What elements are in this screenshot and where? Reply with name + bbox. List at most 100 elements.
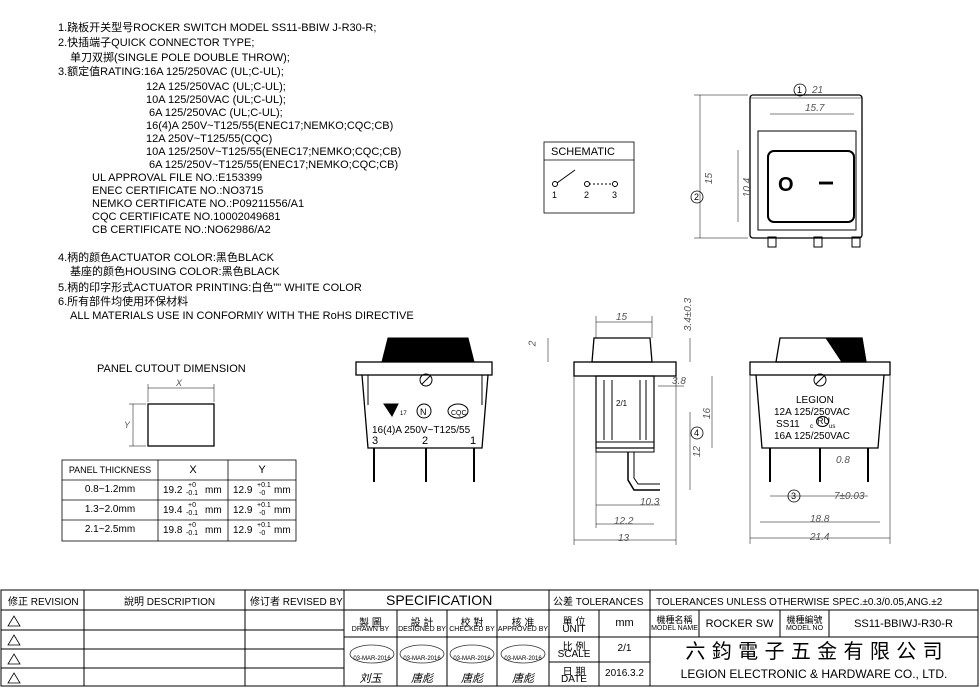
right-model: SS11 xyxy=(776,419,800,430)
side-dim-3-4: 3.4±0.3 xyxy=(683,297,695,332)
tb-drawn-en: DRAWN BY xyxy=(351,626,390,633)
tb-unit-val: mm xyxy=(615,617,634,629)
ul-us-mark: us xyxy=(829,424,836,430)
side-dim-16: 16 xyxy=(702,407,714,420)
tb-tol-text: TOLERANCES UNLESS OTHERWISE SPEC.±0.3/0.… xyxy=(656,597,943,608)
side-dim-2: 2 xyxy=(527,340,539,347)
right-rating-2: 16A 125/250VAC xyxy=(774,431,850,442)
row-x-unit: mm xyxy=(205,525,222,536)
front-dim-15: 15 xyxy=(704,172,716,185)
actuator-off-mark: O xyxy=(778,174,794,196)
row-thickness: 2.1~2.5mm xyxy=(84,524,136,535)
left-view xyxy=(355,337,493,482)
note-line-7: 6A 125/250VAC (UL;C-UL); xyxy=(149,107,283,119)
schematic-pin-2: 2 xyxy=(584,190,590,200)
tb-approve-en: APPROVED BY xyxy=(497,626,549,633)
company-name-cn: 六 鈞 電 子 五 金 有 限 公 司 xyxy=(685,639,943,663)
panel-header-x: X xyxy=(189,464,197,476)
row-y-sub: -0 xyxy=(259,510,266,517)
row-x-sub: -0.1 xyxy=(186,530,199,537)
row-y: 12.9 xyxy=(233,485,253,496)
tb-revised-by: 修订者 REVISED BY xyxy=(250,597,343,608)
tb-name-en: MODEL NAME xyxy=(651,625,698,632)
note-line-17: 4.柄的颜色ACTUATOR COLOR:黑色BLACK xyxy=(58,252,274,264)
signature-approve: 唐彪 xyxy=(512,673,534,685)
panel-header-y: Y xyxy=(258,464,266,476)
cutout-rect xyxy=(147,403,215,447)
tb-approve-cn: 核 准 xyxy=(511,618,535,629)
front-view xyxy=(694,94,863,248)
stamp-date-3: 03-MAR-2016 xyxy=(453,656,491,662)
schematic-pin-1: 1 xyxy=(552,190,558,200)
row-y: 12.9 xyxy=(233,505,253,516)
note-line-10: 10A 125/250V~T125/55(ENEC17;NEMKO;CQC;CB… xyxy=(146,146,402,158)
row-x-unit: mm xyxy=(205,505,222,516)
tb-spec: SPECIFICATION xyxy=(386,592,493,608)
row-x-sup: +0 xyxy=(188,522,196,529)
panel-header-thickness: PANEL THICKNESS xyxy=(68,465,152,475)
note-line-2: 2.快插端子QUICK CONNECTOR TYPE; xyxy=(58,37,255,49)
tb-name-cn: 機種名稱 xyxy=(656,615,693,625)
tb-design-en: DESIGNED BY xyxy=(398,626,446,633)
row-y-sub: -0 xyxy=(259,530,266,537)
front-dim-10-4: 10.4 xyxy=(742,177,754,198)
callout-2: 2 xyxy=(694,192,700,202)
note-line-20: 6.所有部件均使用环保材料 xyxy=(58,296,189,308)
panel-cutout-title: PANEL CUTOUT DIMENSION xyxy=(97,363,246,375)
tb-no-cn: 機種編號 xyxy=(786,615,823,625)
row-x: 19.2 xyxy=(163,485,183,496)
schematic-title: SCHEMATIC xyxy=(551,146,615,158)
front-dim-15-7: 15.7 xyxy=(805,103,825,114)
side-dim-3-8: 3.8 xyxy=(672,376,686,387)
note-line-5: 12A 125/250VAC (UL;C-UL); xyxy=(146,81,286,93)
note-line-19: 5.柄的印字形式ACTUATOR PRINTING:白色"" WHITE COL… xyxy=(58,282,362,294)
row-y-sub: -0 xyxy=(259,490,266,497)
row-y-unit: mm xyxy=(274,525,291,536)
company-name-en: LEGION ELECTRONIC & HARDWARE CO., LTD. xyxy=(680,667,948,681)
tb-scale-val: 2/1 xyxy=(617,643,632,654)
left-rating: 16(4)A 250V~T125/55 xyxy=(372,425,471,436)
tb-date-val: 2016.3.2 xyxy=(605,668,644,679)
row-y-sup: +0.1 xyxy=(257,502,271,509)
tb-date-en: DATE xyxy=(561,674,587,685)
note-line-4: 3.额定值RATING:16A 125/250VAC (UL;C-UL); xyxy=(58,66,284,78)
row-x: 19.4 xyxy=(163,505,183,516)
tb-unit-cn: 單 位 xyxy=(562,617,586,628)
callout-3: 3 xyxy=(791,491,797,501)
note-line-1: 1.跷板开关型号ROCKER SWITCH MODEL SS11-BBIW J-… xyxy=(58,22,377,34)
left-pin-1: 1 xyxy=(470,435,477,447)
tb-unit-en: UNIT xyxy=(562,624,586,635)
side-dim-12: 12 xyxy=(692,445,704,458)
note-line-12: UL APPROVAL FILE NO.:E153399 xyxy=(92,172,263,184)
side-mark: 2/1 xyxy=(616,399,628,408)
tb-date-cn: 日 期 xyxy=(562,667,586,678)
actuator-on-mark: I xyxy=(813,180,836,186)
tb-tol-label: 公差 TOLERANCES xyxy=(553,597,644,608)
row-y-unit: mm xyxy=(274,485,291,496)
stamp-date-2: 03-MAR-2016 xyxy=(403,656,441,662)
right-rating-1: 12A 125/250VAC xyxy=(774,407,850,418)
tb-scale-en: SCALE xyxy=(557,649,591,660)
titleblock-grid xyxy=(0,589,979,687)
callout-1: 1 xyxy=(797,85,803,95)
front-dim-21: 21 xyxy=(812,85,824,96)
tb-scale-cn: 比 例 xyxy=(562,642,586,653)
tb-description: 說明 DESCRIPTION xyxy=(124,597,216,608)
tb-design-cn: 設 計 xyxy=(410,618,434,629)
note-line-6: 10A 125/250VAC (UL;C-UL); xyxy=(146,94,286,106)
side-dim-12-2: 12.2 xyxy=(614,516,634,527)
ul-c-mark: c xyxy=(810,424,813,430)
signature-check: 唐彪 xyxy=(461,673,483,685)
callout-4: 4 xyxy=(694,428,700,438)
schematic-pin-3: 3 xyxy=(612,190,618,200)
right-brand: LEGION xyxy=(796,395,834,406)
right-dim-0-8: 0.8 xyxy=(836,455,850,466)
tb-check-cn: 校 對 xyxy=(460,618,484,629)
row-x-sup: +0 xyxy=(188,502,196,509)
row-thickness: 1.3~2.0mm xyxy=(84,504,136,515)
cutout-y-label: Y xyxy=(124,420,131,430)
side-dim-13: 13 xyxy=(618,533,630,544)
row-y-sup: +0.1 xyxy=(257,522,271,529)
